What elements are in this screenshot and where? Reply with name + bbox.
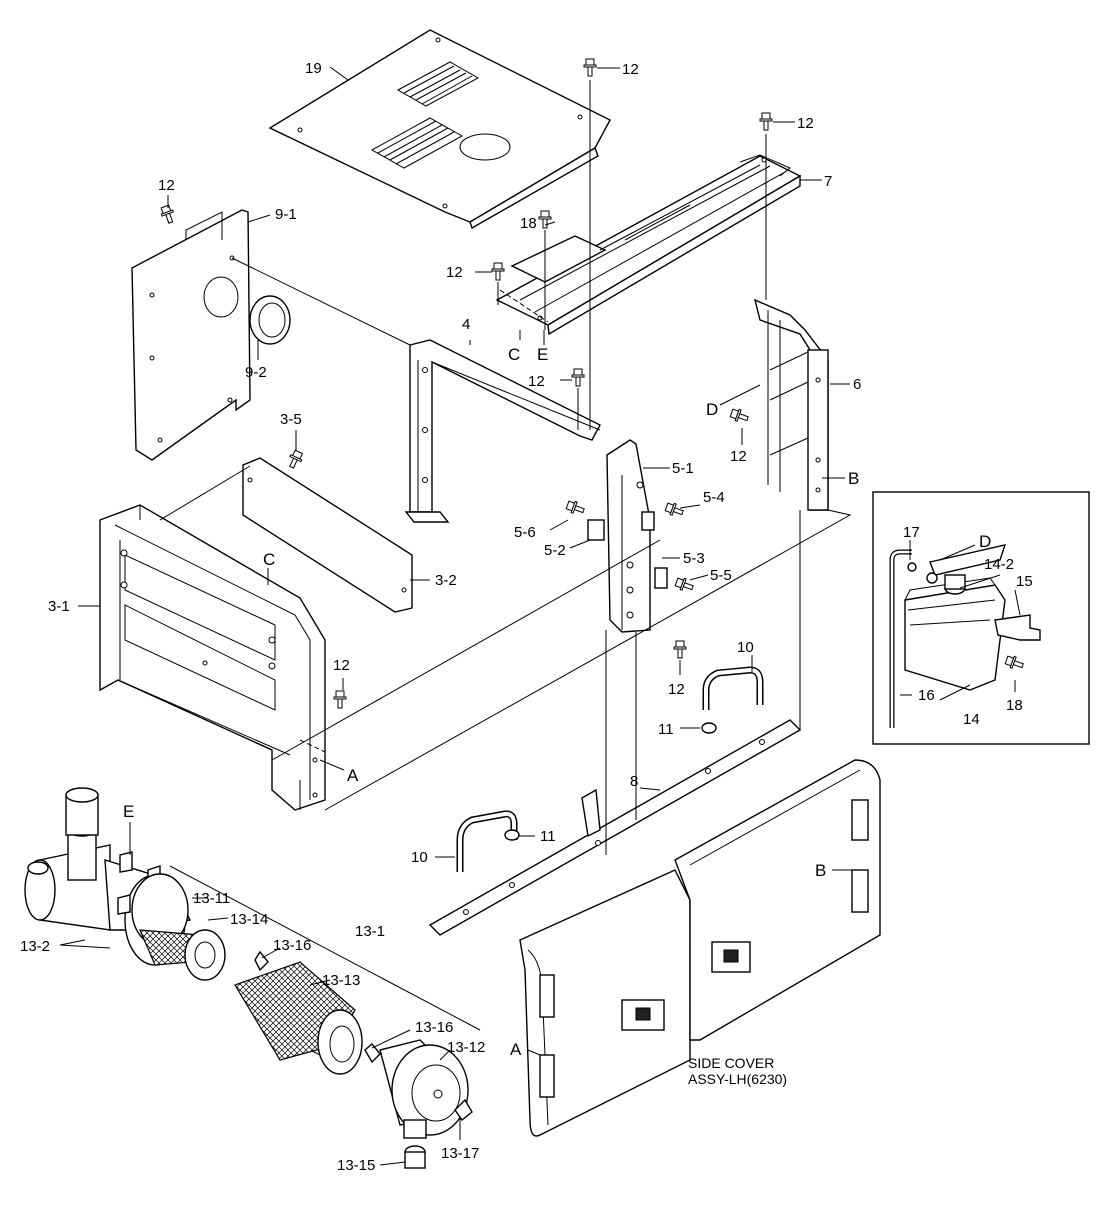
plate-3-2 bbox=[242, 457, 413, 613]
label-13-13: 13-13 bbox=[322, 972, 360, 989]
top-cover-19 bbox=[268, 29, 611, 230]
label-12-rframe: 12 bbox=[730, 448, 747, 465]
label-11-right: 11 bbox=[658, 721, 674, 738]
label-3-2: 3-2 bbox=[435, 572, 457, 589]
side-plate-9-1 bbox=[131, 209, 251, 461]
label-e-lower: E bbox=[123, 802, 134, 821]
label-11-left: 11 bbox=[540, 828, 556, 845]
label-8: 8 bbox=[630, 773, 638, 790]
label-13-17: 13-17 bbox=[441, 1145, 479, 1162]
label-13-1: 13-1 bbox=[355, 923, 385, 940]
bracket-5-1 bbox=[587, 439, 668, 633]
label-13-14: 13-14 bbox=[230, 911, 268, 928]
label-12-mid: 12 bbox=[446, 264, 463, 281]
reservoir-inset bbox=[872, 491, 1090, 745]
label-3-1: 3-1 bbox=[48, 598, 70, 615]
label-a-door: A bbox=[510, 1040, 522, 1059]
leader-lines bbox=[59, 66, 1021, 1166]
label-5-1: 5-1 bbox=[672, 460, 694, 477]
label-13-15: 13-15 bbox=[337, 1157, 375, 1174]
top-channel-7 bbox=[495, 154, 802, 336]
label-5-4: 5-4 bbox=[703, 489, 725, 506]
label-13-2: 13-2 bbox=[20, 938, 50, 955]
label-12-right: 12 bbox=[797, 115, 814, 132]
label-16: 16 bbox=[918, 687, 935, 704]
label-13-12: 13-12 bbox=[447, 1039, 485, 1056]
label-5-6: 5-6 bbox=[514, 524, 536, 541]
label-5-5: 5-5 bbox=[710, 567, 732, 584]
label-15: 15 bbox=[1016, 573, 1033, 590]
label-4: 4 bbox=[462, 316, 470, 333]
side-cover-title-line1: SIDE COVER bbox=[688, 1055, 774, 1071]
label-18-top: 18 bbox=[520, 215, 537, 232]
label-b-right: B bbox=[848, 469, 859, 488]
label-12-left: 12 bbox=[158, 177, 175, 194]
label-13-16-b: 13-16 bbox=[415, 1019, 453, 1036]
label-12-top: 12 bbox=[622, 61, 639, 78]
label-e-upper: E bbox=[537, 345, 548, 364]
label-3-5: 3-5 bbox=[280, 411, 302, 428]
label-12-center: 12 bbox=[528, 373, 545, 390]
side-cover-assy bbox=[519, 759, 881, 1137]
label-12-frame: 12 bbox=[333, 657, 350, 674]
label-d-inset: D bbox=[979, 532, 991, 551]
label-13-11: 13-11 bbox=[193, 890, 230, 907]
label-5-3: 5-3 bbox=[683, 550, 705, 567]
label-7: 7 bbox=[824, 173, 832, 190]
label-c-left: C bbox=[263, 550, 275, 569]
label-a-frame: A bbox=[347, 766, 359, 785]
label-b-door: B bbox=[815, 861, 826, 880]
frame-6 bbox=[753, 298, 829, 511]
label-9-2: 9-2 bbox=[245, 364, 267, 381]
label-6: 6 bbox=[853, 376, 861, 393]
callout-labels: 19 12 12 7 12 9-1 18 12 9-2 4 C E 12 6 D… bbox=[20, 60, 1033, 1174]
rubber-ring-9-2 bbox=[249, 295, 291, 345]
label-19: 19 bbox=[305, 60, 322, 77]
label-10-left: 10 bbox=[411, 849, 428, 866]
label-14: 14 bbox=[963, 711, 980, 728]
label-5-2: 5-2 bbox=[544, 542, 566, 559]
label-10-right: 10 bbox=[737, 639, 754, 656]
side-cover-title-line2: ASSY-LH(6230) bbox=[688, 1071, 787, 1087]
label-d-right: D bbox=[706, 400, 718, 419]
assembly-lines bbox=[159, 80, 852, 1071]
frame-4 bbox=[404, 339, 601, 523]
grommet-11 bbox=[504, 722, 717, 841]
label-14-2: 14-2 bbox=[984, 556, 1014, 573]
handle-10-right bbox=[702, 666, 764, 710]
handle-10-left bbox=[456, 810, 518, 872]
air-cleaner-13 bbox=[24, 787, 473, 1169]
label-12-bottom: 12 bbox=[668, 681, 685, 698]
frame-3-1 bbox=[99, 504, 326, 811]
label-18-inset: 18 bbox=[1006, 697, 1023, 714]
label-9-1: 9-1 bbox=[275, 206, 297, 223]
label-17: 17 bbox=[903, 524, 920, 541]
label-13-16-a: 13-16 bbox=[273, 937, 311, 954]
label-c-upper: C bbox=[508, 345, 520, 364]
